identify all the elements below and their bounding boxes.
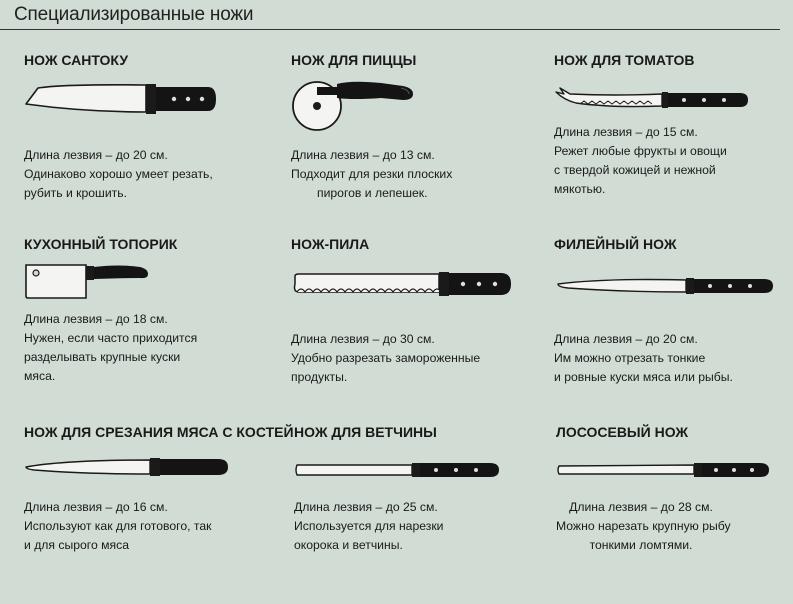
knife-name: НОЖ ДЛЯ ТОМАТОВ [554,52,695,68]
knife-name: НОЖ-ПИЛА [291,236,370,252]
page-title: Специализированные ножи [14,4,254,25]
cleaver-icon [24,262,154,302]
knife-card-salmon: ЛОСОСЕВЫЙ НОЖ Длина лезвия – до 28 см. М… [556,424,793,604]
fillet-knife-icon [554,272,779,302]
salmon-knife-icon [556,458,776,482]
knife-name: НОЖ ДЛЯ ВЕТЧИНЫ [294,424,437,440]
knife-description: Длина лезвия – до 30 см. Удобно разрезат… [291,332,481,384]
knife-name: НОЖ ДЛЯ ПИЦЦЫ [291,52,417,68]
knife-card-pizza: НОЖ ДЛЯ ПИЦЦЫ Длина лезвия – до 13 см. П… [291,52,551,232]
ham-knife-icon [294,458,504,482]
page-header: Специализированные ножи [0,0,793,36]
knife-name: ЛОСОСЕВЫЙ НОЖ [556,424,689,440]
tomato-knife-icon [554,84,754,114]
knife-description: Длина лезвия – до 25 см. Используется дл… [294,500,444,552]
bread-knife-icon [291,268,521,304]
knife-card-cleaver: КУХОННЫЙ ТОПОРИК Длина лезвия – до 18 см… [24,236,284,416]
knife-description: Длина лезвия – до 20 см. Им можно отреза… [554,332,733,384]
knife-name: НОЖ САНТОКУ [24,52,129,68]
knife-description: Длина лезвия – до 15 см. Режет любые фру… [554,125,727,196]
knife-card-tomato: НОЖ ДЛЯ ТОМАТОВ Длина лезвия – до 15 см.… [554,52,793,232]
knife-card-fillet: ФИЛЕЙНЫЙ НОЖ Длина лезвия – до 20 см. Им… [554,236,793,416]
knife-name: КУХОННЫЙ ТОПОРИК [24,236,178,252]
knife-description: Длина лезвия – до 16 см. Используют как … [24,500,212,552]
knife-name: НОЖ ДЛЯ СРЕЗАНИЯ МЯСА С КОСТЕЙ [24,424,294,440]
knife-card-bread: НОЖ-ПИЛА Длина лезвия – до 30 см. Удобно… [291,236,551,416]
knife-card-boning: НОЖ ДЛЯ СРЕЗАНИЯ МЯСА С КОСТЕЙ Длина лез… [24,424,294,604]
pizza-cutter-icon [291,76,421,136]
knife-description: Длина лезвия – до 28 см. Можно нарезать … [556,500,731,552]
knife-description: Длина лезвия – до 18 см. Нужен, если час… [24,312,198,383]
santoku-knife-icon [24,82,224,118]
knife-name: ФИЛЕЙНЫЙ НОЖ [554,236,677,252]
knife-description: Длина лезвия – до 13 см. Подходит для ре… [291,148,453,200]
boning-knife-icon [24,454,234,482]
knife-card-santoku: НОЖ САНТОКУ Длина лезвия – до 20 см. Оди… [24,52,284,232]
knife-card-ham: НОЖ ДЛЯ ВЕТЧИНЫ Длина лезвия – до 25 см.… [294,424,554,604]
title-divider [0,29,780,30]
knife-description: Длина лезвия – до 20 см. Одинаково хорош… [24,148,213,200]
